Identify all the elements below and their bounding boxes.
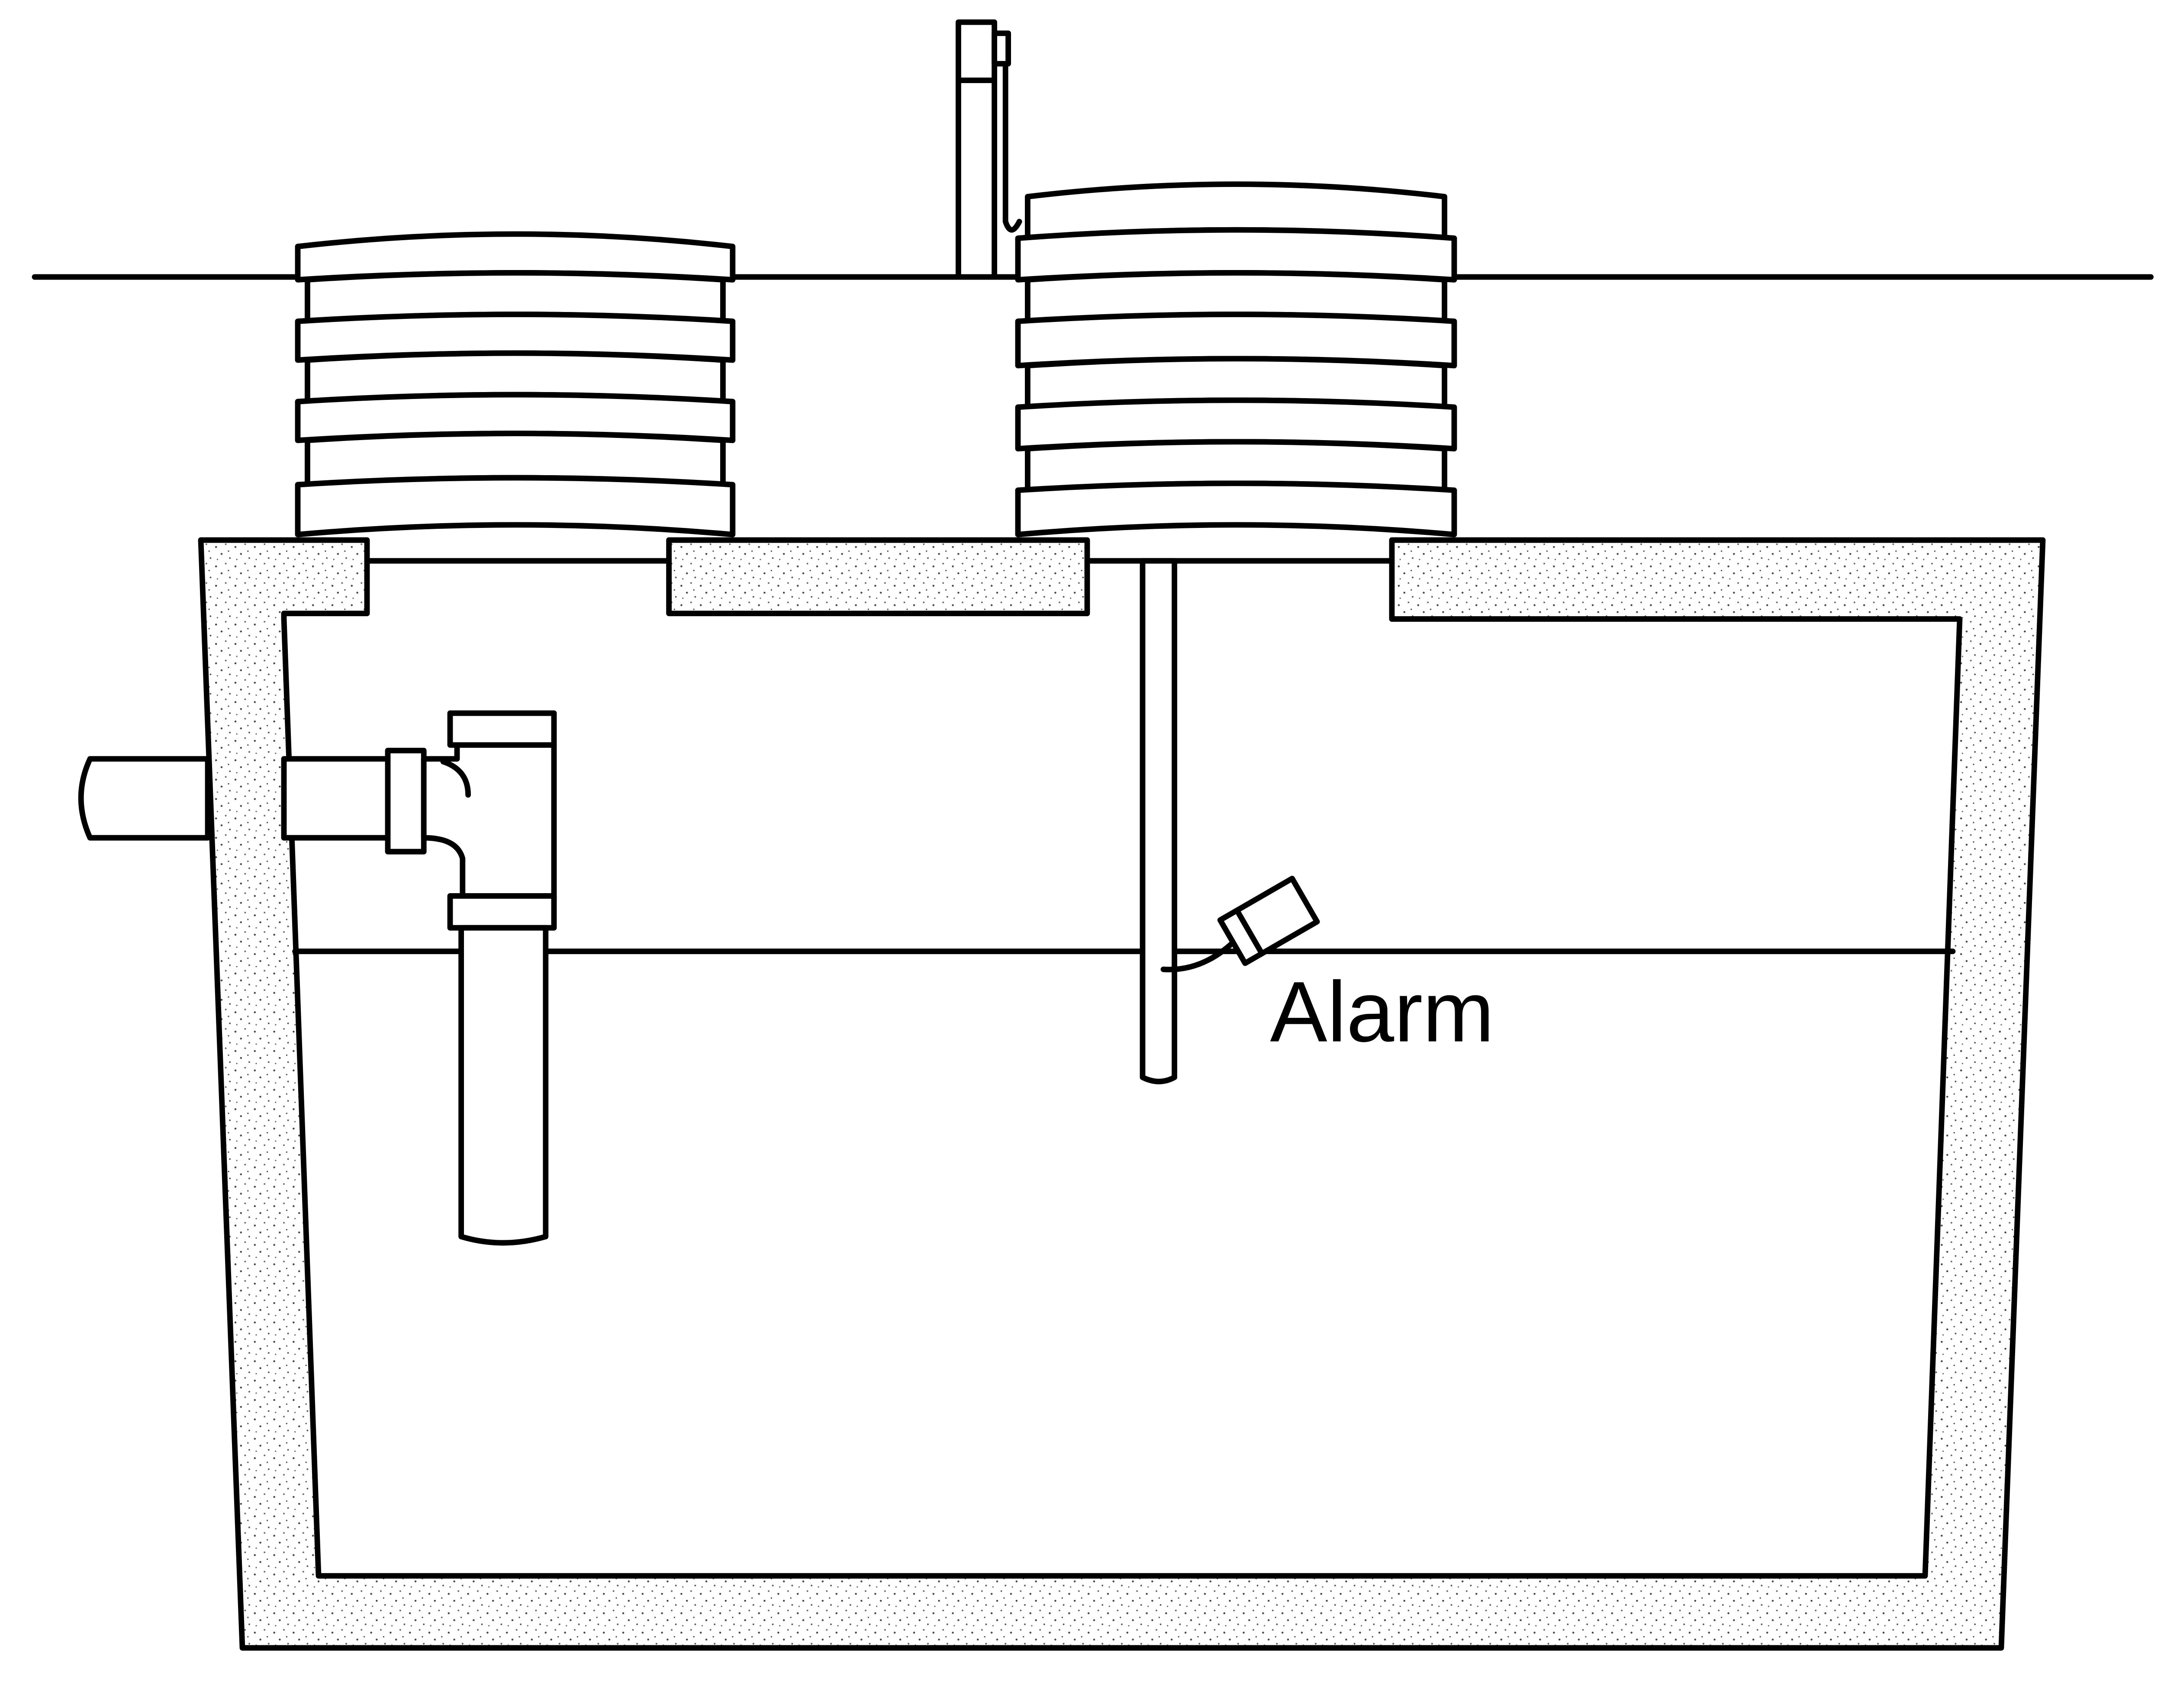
tank-concrete-wall (198, 537, 2046, 1651)
tank-lid-middle (666, 537, 1090, 617)
riser-left (295, 231, 736, 537)
riser-right (1015, 181, 1457, 537)
vent-pipe (956, 19, 1022, 280)
alarm-float-assembly (1140, 558, 1320, 1084)
alarm-label: Alarm (1270, 964, 1494, 1060)
inlet-pipe-assembly (78, 710, 557, 1246)
